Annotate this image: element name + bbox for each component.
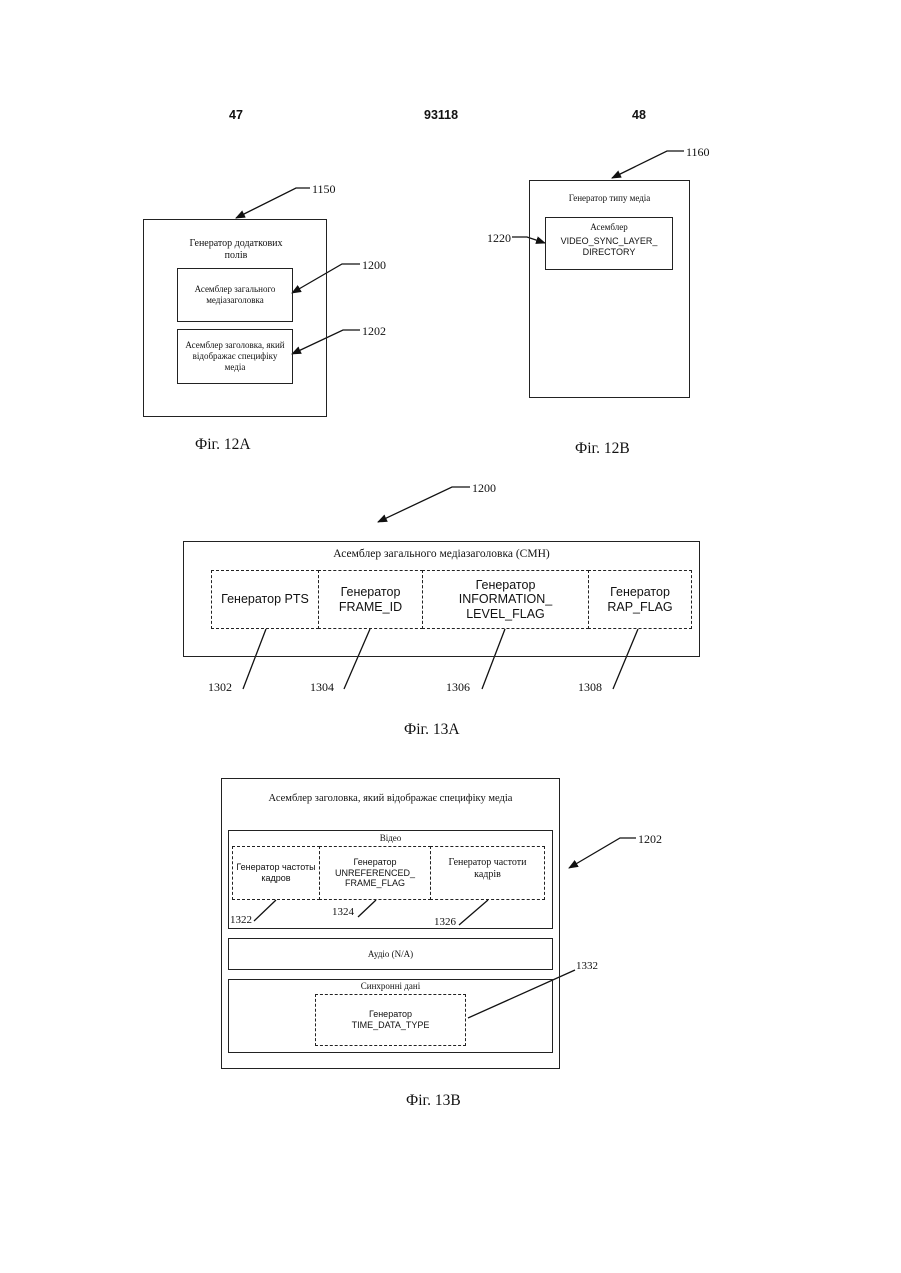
fig13b-cell-frame-rate-ru-label: Генератор частоты кадров — [236, 862, 316, 884]
fig12a-box-common-header: Асемблер загального медіазаголовка — [177, 268, 293, 322]
ref-1202-13b: 1202 — [638, 832, 662, 847]
fig12a-box-media-specific-label: Асемблер заголовка, який відображає спец… — [183, 340, 287, 372]
fig12a-caption: Фіг. 12А — [195, 436, 251, 454]
fig13a-cell-rap-flag: Генератор RAP_FLAG — [588, 570, 692, 629]
ref-1308: 1308 — [578, 680, 602, 695]
fig13b-title: Асемблер заголовка, який відображає спец… — [222, 793, 559, 804]
fig12b-outer-box: Генератор типу медіа — [529, 180, 690, 398]
fig13a-cell-rap-flag-label: Генератор RAP_FLAG — [600, 585, 680, 614]
fig13b-cell-time-data-type: Генератор TIME_DATA_TYPE — [315, 994, 466, 1046]
fig12b-title: Генератор типу медіа — [530, 193, 689, 204]
fig13a-cell-frame-id: Генератор FRAME_ID — [318, 570, 423, 629]
fig13b-cell-unreferenced-frame-flag: Генератор UNREFERENCED_ FRAME_FLAG — [319, 846, 431, 900]
ref-1304: 1304 — [310, 680, 334, 695]
fig13a-cell-pts-label: Генератор PTS — [221, 592, 309, 606]
fig13a-cell-information-level-flag: Генератор INFORMATION_ LEVEL_FLAG — [422, 570, 589, 629]
fig13b-audio-title: Аудіо (N/A) — [368, 949, 413, 960]
fig13a-caption: Фіг. 13А — [404, 721, 460, 739]
fig13b-cell-frame-rate-ru: Генератор частоты кадров — [232, 846, 320, 900]
ref-1200-13a: 1200 — [472, 481, 496, 496]
ref-1200-12a: 1200 — [362, 258, 386, 273]
fig13b-audio-section: Аудіо (N/A) — [228, 938, 553, 970]
fig13a-cell-frame-id-label: Генератор FRAME_ID — [326, 585, 416, 614]
fig13b-video-title: Відео — [229, 833, 552, 844]
fig12a-title: Генератор додаткових полів — [184, 238, 288, 262]
fig12b-assembler-box: Асемблер VIDEO_SYNC_LAYER_ DIRECTORY — [545, 217, 673, 270]
ref-1322: 1322 — [230, 914, 252, 926]
ref-1160: 1160 — [686, 145, 710, 160]
fig13b-caption: Фіг. 13В — [406, 1092, 461, 1110]
fig12b-assembler-label: VIDEO_SYNC_LAYER_ DIRECTORY — [552, 236, 666, 258]
fig12b-assembler-title: Асемблер — [546, 222, 672, 233]
document-number: 93118 — [424, 108, 458, 122]
ref-1332: 1332 — [576, 960, 598, 972]
fig13a-cell-pts: Генератор PTS — [211, 570, 319, 629]
fig12b-caption: Фіг. 12В — [575, 440, 630, 458]
page-number-right: 48 — [632, 108, 646, 122]
page-number-left: 47 — [229, 108, 243, 122]
fig12a-box-media-specific: Асемблер заголовка, який відображає спец… — [177, 329, 293, 384]
ref-1150: 1150 — [312, 182, 336, 197]
fig12a-box-common-header-label: Асемблер загального медіазаголовка — [187, 284, 283, 306]
fig13b-cell-unreferenced-frame-flag-label: Генератор UNREFERENCED_ FRAME_FLAG — [325, 857, 425, 889]
fig13b-sync-title: Синхронні дані — [229, 981, 552, 992]
fig13b-cell-frame-rate-uk: Генератор частоти кадрів — [430, 846, 545, 900]
ref-1220: 1220 — [487, 231, 511, 246]
ref-1202-12a: 1202 — [362, 324, 386, 339]
fig13b-cell-time-data-type-label: Генератор TIME_DATA_TYPE — [331, 1009, 451, 1031]
fig13a-title: Асемблер загального медіазаголовка (CMH) — [184, 548, 699, 560]
ref-1324: 1324 — [332, 906, 354, 918]
ref-1306: 1306 — [446, 680, 470, 695]
ref-1326: 1326 — [434, 916, 456, 928]
fig13a-cell-information-level-flag-label: Генератор INFORMATION_ LEVEL_FLAG — [436, 578, 576, 621]
fig13b-cell-frame-rate-uk-label: Генератор частоти кадрів — [438, 857, 538, 881]
ref-1302: 1302 — [208, 680, 232, 695]
